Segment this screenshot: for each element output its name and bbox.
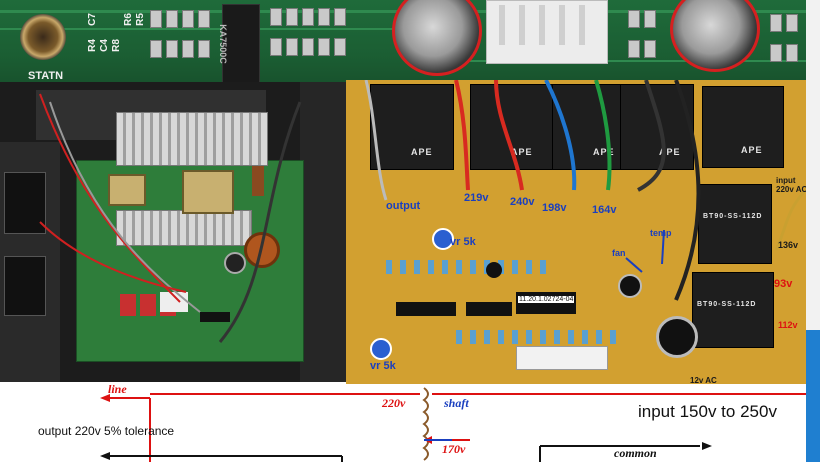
relay-model: BT90-SS-112D [697,301,757,308]
capacitor [618,274,642,298]
capacitor [486,262,502,278]
silk-label: C7 [86,13,98,26]
silk-label: R8 [110,39,122,52]
relay-brand: APE [593,147,615,157]
label-fan: fan [612,248,626,258]
relay-brand: APE [511,147,533,157]
silk-label: R5 [134,13,146,26]
ic-chip: 11.20.1.02724-04 [516,292,576,314]
label-temp: temp [650,228,672,238]
label-vr5k-top: vr 5k [450,236,476,248]
input-range-note: input 150v to 250v [638,402,777,421]
capacitor [656,316,698,358]
relay-brand: APE [411,147,433,157]
schematic-wires [100,387,806,462]
mounting-hole [20,14,66,60]
label-219v: 219v [464,192,489,204]
ic-chip [200,312,230,322]
label-output: output [386,200,421,212]
relay-brand: APE [741,145,763,155]
relay-brand: APE [659,147,681,157]
trim-pot [370,338,392,360]
label-198v: 198v [542,202,567,214]
heatsink [116,210,252,246]
relay: APE [370,84,454,170]
label-input-ac: input 220v AC [776,176,806,194]
relay: BT90-SS-112D [692,272,774,348]
schematic-shaft-label: shaft [444,396,469,410]
capacitor-circled [670,0,760,72]
ic-chip [466,302,512,316]
label-12v-ac: 12v AC [690,376,717,384]
label-vr5k-bottom: vr 5k [370,360,396,372]
power-socket [4,172,46,234]
chip-marking: KA7500C [217,24,228,64]
ic-sticker-label: 11.20.1.02724-04 [518,296,575,303]
trim-pot [432,228,454,250]
silk-label: R6 [122,13,134,26]
pcb-closeup-photo: STATN R4 C4 R8 C7 R6 R5 KA7500C [0,0,820,92]
silk-label: C4 [98,39,110,52]
relay: BT90-SS-112D [698,184,772,264]
label-164v: 164v [592,204,617,216]
capacitor [224,252,246,274]
power-socket [4,256,46,316]
schematic-220v-label: 220v [382,396,406,410]
label-136v: 136v [778,240,799,250]
schematic-common-label: common [614,446,657,460]
white-connector [486,0,608,64]
label-93v: 93v [774,278,793,290]
relay: APE [702,86,784,168]
relay-board-photo: APE APE APE APE APE BT90-SS-112D BT90-SS… [346,80,806,384]
capacitor-circled [392,0,482,76]
relay [140,294,156,316]
label-112v: 112v [778,320,798,330]
heatsink [116,112,268,166]
output-tolerance-note: output 220v 5% tolerance [38,424,175,438]
silk-label: R4 [86,39,98,52]
transformer [108,174,146,206]
enclosure-photo [0,82,346,382]
relay-model: BT90-SS-112D [703,213,763,220]
white-connector [516,346,608,370]
wiring-overlay [364,80,806,301]
schematic-diagram: line 220v shaft 170v common input 150v t… [0,382,806,462]
silk-label: STATN [28,70,64,82]
wiring-overlay [39,93,302,343]
transformer [182,170,234,214]
schematic-line-label: line [108,382,127,396]
schematic-170v-label: 170v [442,442,466,456]
ic-chip: KA7500C [218,4,260,86]
capacitor [252,166,264,196]
relay [120,294,136,316]
ic-chip [396,302,456,316]
label-240v: 240v [510,196,535,208]
edge-strip-blue [806,330,820,462]
